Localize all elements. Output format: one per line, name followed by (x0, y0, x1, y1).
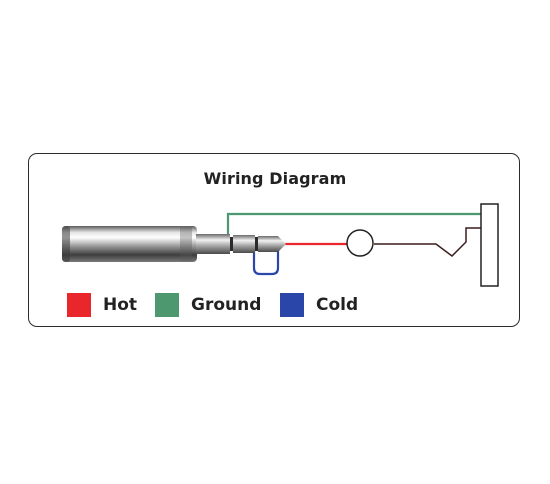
diagram-title: Wiring Diagram (203, 169, 347, 188)
legend-item-ground: Ground (155, 292, 261, 317)
legend-item-cold: Cold (280, 292, 358, 317)
terminal-block-icon (480, 203, 499, 287)
legend-label-cold: Cold (316, 294, 359, 315)
legend-label-ground: Ground (191, 294, 262, 315)
ground-color-swatch (155, 292, 179, 317)
hot-color-swatch (67, 292, 91, 317)
cold-color-swatch (280, 292, 304, 317)
legend-label-hot: Hot (103, 294, 138, 315)
signal-wire (374, 227, 481, 257)
cartridge-circle-icon (346, 229, 374, 257)
cold-wire (252, 244, 280, 276)
trs-plug-icon (62, 226, 286, 262)
ground-wire (226, 212, 481, 235)
legend-item-hot: Hot (67, 292, 137, 317)
